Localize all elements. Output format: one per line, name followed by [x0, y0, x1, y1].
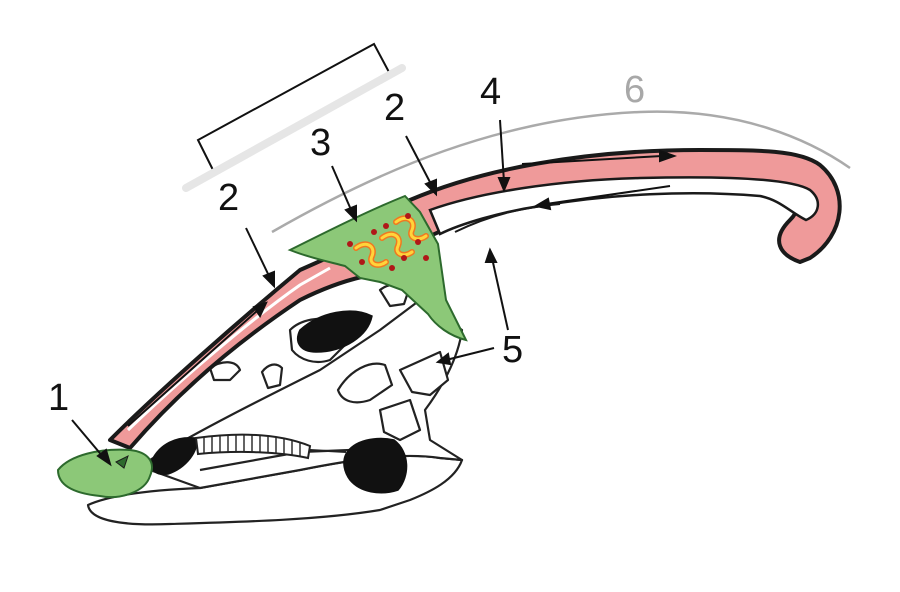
crest-bracket [186, 44, 402, 188]
label-2-upper: 2 [384, 87, 405, 129]
skull-inner-bone-c [262, 365, 282, 388]
label-3: 3 [310, 122, 331, 164]
label-6: 6 [624, 69, 645, 111]
label-2-lower: 2 [218, 177, 239, 219]
label-1: 1 [48, 377, 69, 419]
label-5: 5 [502, 329, 523, 371]
label-4: 4 [480, 71, 501, 113]
